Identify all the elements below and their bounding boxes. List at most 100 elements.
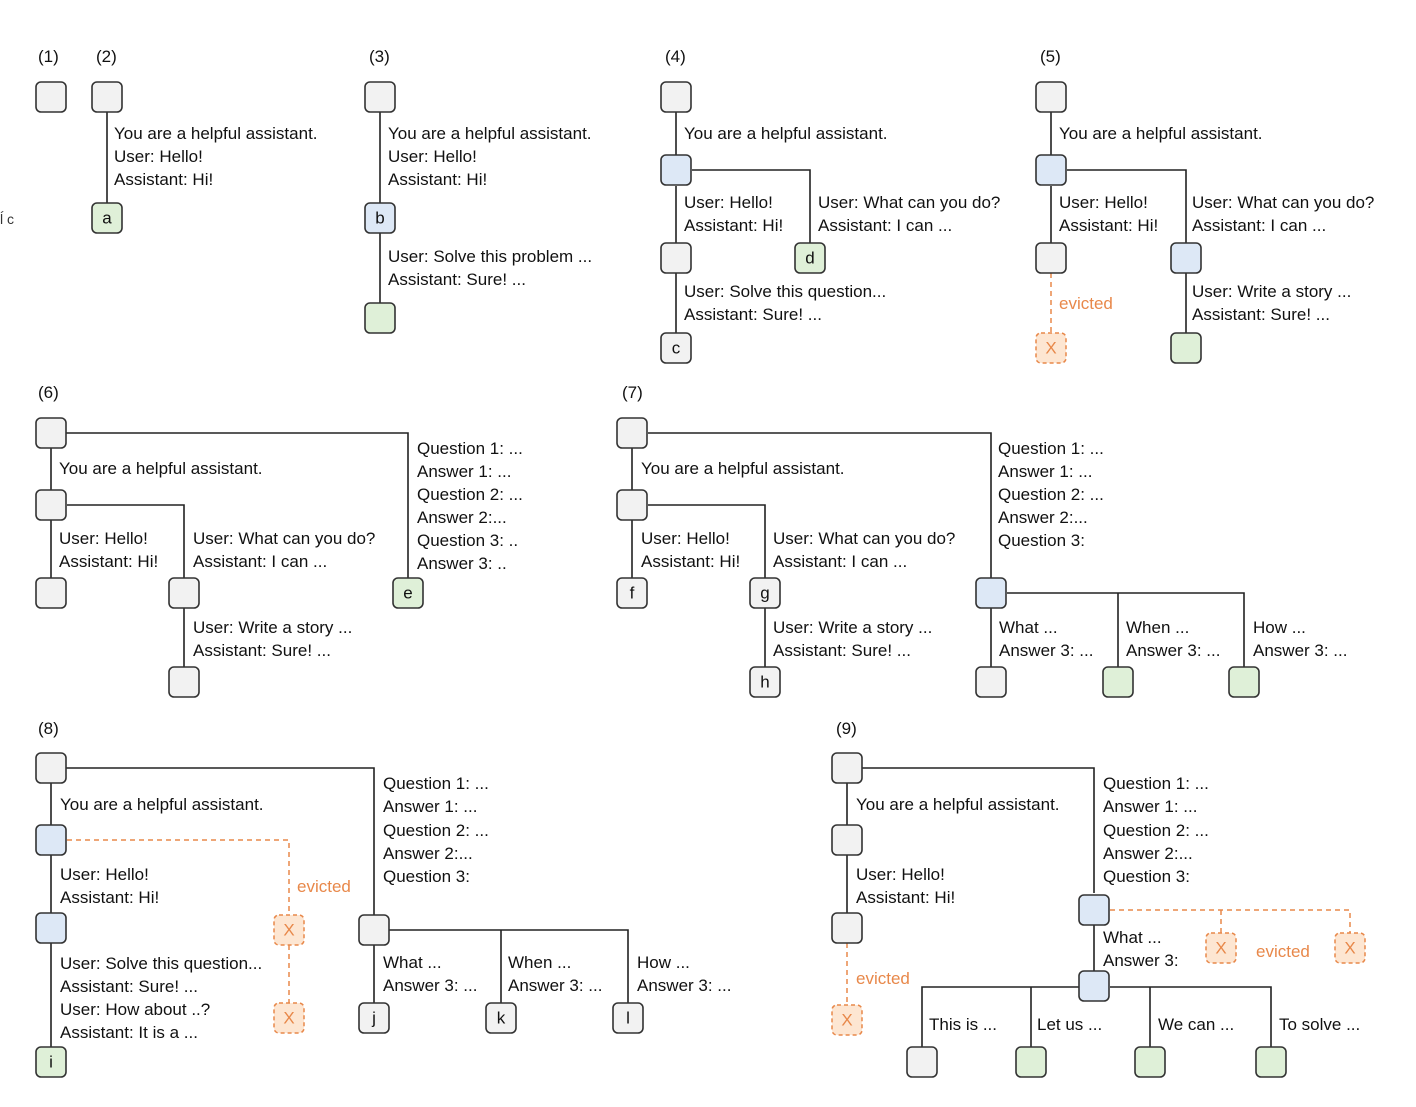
edge-label: Answer 1: ... xyxy=(998,462,1092,481)
edge-label: Assistant: Sure! ... xyxy=(773,641,911,660)
evicted-label: evicted xyxy=(297,877,351,896)
edge-label: Assistant: It is a ... xyxy=(60,1023,198,1042)
edge-label: User: What can you do? xyxy=(773,529,955,548)
tree-node-k xyxy=(485,1002,517,1034)
tree-node xyxy=(1170,242,1202,274)
node-letter-k: k xyxy=(497,1009,506,1028)
tree-node-b xyxy=(364,202,396,234)
tree-node xyxy=(35,577,67,609)
edge-label: Answer 3: ... xyxy=(999,641,1093,660)
edge-label: We can ... xyxy=(1158,1015,1234,1034)
node-letter-g: g xyxy=(760,584,769,603)
evicted-nodes: X X X X X X xyxy=(273,332,1366,1036)
tree-node xyxy=(35,417,67,449)
evicted-x-mark: X xyxy=(841,1011,852,1030)
node-letter-j: j xyxy=(371,1009,376,1028)
edge-label: User: Hello! xyxy=(1059,193,1148,212)
edge-label: Question 3: xyxy=(383,867,470,886)
edge-label: You are a helpful assistant. xyxy=(59,459,263,478)
node-letter-h: h xyxy=(760,673,769,692)
edge-label: You are a helpful assistant. xyxy=(114,124,318,143)
node-letter-a: a xyxy=(102,209,112,228)
tree-node xyxy=(91,81,123,113)
edge-label: You are a helpful assistant. xyxy=(641,459,845,478)
tree-node xyxy=(364,81,396,113)
panel-labels: (1) (2) (3) (4) (5) (6) (7) (8) (9) xyxy=(38,47,1061,738)
edges xyxy=(50,112,1351,1047)
evicted-node xyxy=(1334,932,1366,964)
edge-label: Answer 1: ... xyxy=(1103,797,1197,816)
edge-label: Assistant: I can ... xyxy=(1192,216,1326,235)
tree-node-f xyxy=(616,577,648,609)
edge-label: User: Hello! xyxy=(856,865,945,884)
edge-label: Assistant: Hi! xyxy=(114,170,213,189)
edge-label: Assistant: Hi! xyxy=(684,216,783,235)
edge-label: Answer 2:... xyxy=(998,508,1088,527)
edge-label: Question 3: .. xyxy=(417,531,518,550)
edge-label: Answer 3: .. xyxy=(417,554,507,573)
edge-label: You are a helpful assistant. xyxy=(1059,124,1263,143)
panel-label-9: (9) xyxy=(836,719,857,738)
tree-node xyxy=(1134,1046,1166,1078)
tree-node-h xyxy=(749,666,781,698)
edge-label: This is ... xyxy=(929,1015,997,1034)
edge-label: Question 1: ... xyxy=(417,439,523,458)
edge-label: Question 2: ... xyxy=(1103,821,1209,840)
edge-label: User: Write a story ... xyxy=(773,618,932,637)
edge-label: Assistant: Sure! ... xyxy=(193,641,331,660)
evicted-x-mark: X xyxy=(283,921,294,940)
edge-label: Answer 2:... xyxy=(1103,844,1193,863)
edge-label: Assistant: Hi! xyxy=(1059,216,1158,235)
edge-label: Let us ... xyxy=(1037,1015,1102,1034)
edge-label: Assistant: Hi! xyxy=(388,170,487,189)
panel-label-6: (6) xyxy=(38,383,59,402)
tree-node xyxy=(168,666,200,698)
edge-label: User: Hello! xyxy=(641,529,730,548)
edge-label: User: What can you do? xyxy=(818,193,1000,212)
edge-label: Assistant: I can ... xyxy=(818,216,952,235)
evicted-x-mark: X xyxy=(1215,939,1226,958)
edge-label: User: Hello! xyxy=(59,529,148,548)
tree-node xyxy=(831,912,863,944)
edge-label: Question 1: ... xyxy=(383,774,489,793)
tree-node-e xyxy=(392,577,424,609)
tree-node xyxy=(616,417,648,449)
tree-node xyxy=(1035,81,1067,113)
edge-label: How ... xyxy=(1253,618,1306,637)
tree-node-j xyxy=(358,1002,390,1034)
tree-node xyxy=(1015,1046,1047,1078)
edge-label: User: Hello! xyxy=(388,147,477,166)
tree-node xyxy=(35,752,67,784)
evicted-node xyxy=(273,1002,305,1034)
edge-label: Question 3: xyxy=(998,531,1085,550)
edge-label: You are a helpful assistant. xyxy=(856,795,1060,814)
node-letter-b: b xyxy=(375,209,384,228)
tree-node xyxy=(975,666,1007,698)
edge-label: What ... xyxy=(999,618,1058,637)
panel-label-4: (4) xyxy=(665,47,686,66)
tree-node xyxy=(358,914,390,946)
evicted-node xyxy=(1205,932,1237,964)
edge-label: Assistant: Hi! xyxy=(856,888,955,907)
edge-label: Assistant: Sure! ... xyxy=(1192,305,1330,324)
edge-label: User: Hello! xyxy=(60,865,149,884)
evicted-node xyxy=(831,1004,863,1036)
edge-label: You are a helpful assistant. xyxy=(60,795,264,814)
edge-label: Answer 3: ... xyxy=(1253,641,1347,660)
edge-label: You are a helpful assistant. xyxy=(684,124,888,143)
node-letter-l: l xyxy=(626,1009,630,1028)
tree-node xyxy=(831,824,863,856)
tree-node xyxy=(616,489,648,521)
edge-label: Assistant: Sure! ... xyxy=(388,270,526,289)
edge-label: Question 2: ... xyxy=(417,485,523,504)
edge-label: Answer 3: xyxy=(1103,951,1179,970)
edge-label: Question 1: ... xyxy=(998,439,1104,458)
edge-label: User: What can you do? xyxy=(193,529,375,548)
evicted-node xyxy=(1035,332,1067,364)
panel-label-1: (1) xyxy=(38,47,59,66)
tree-node xyxy=(1035,154,1067,186)
edge-label: User: Write a story ... xyxy=(193,618,352,637)
tree-node xyxy=(660,242,692,274)
edge-label: User: Hello! xyxy=(114,147,203,166)
edge-label: Answer 3: ... xyxy=(383,976,477,995)
